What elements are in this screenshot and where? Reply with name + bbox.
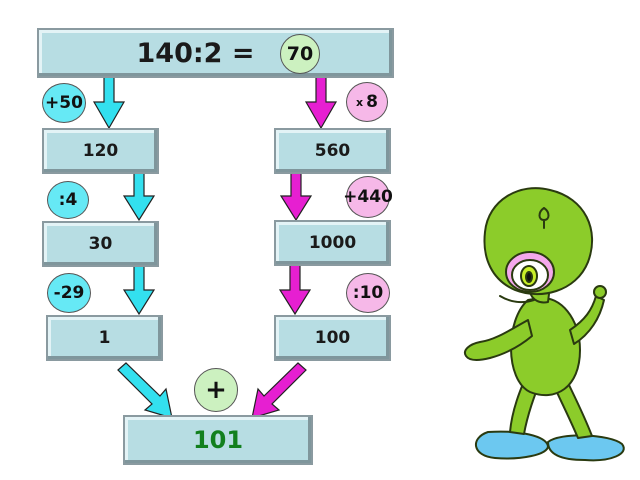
right-op-1: x 8 xyxy=(346,82,388,122)
right-value-1-text: 560 xyxy=(314,141,351,161)
left-shoe xyxy=(475,430,549,460)
body xyxy=(510,296,581,397)
left-value-3-text: 1 xyxy=(98,328,111,348)
right-value-3-text: 100 xyxy=(314,328,351,348)
eye-pupil xyxy=(525,271,533,283)
left-value-1: 120 xyxy=(42,128,159,174)
left-op-1: +50 xyxy=(42,83,86,123)
right-op-3: :10 xyxy=(346,273,390,313)
left-op-2-label: :4 xyxy=(58,190,78,210)
left-op-3-label: -29 xyxy=(53,283,85,303)
expression-text: 140:2 = xyxy=(136,37,255,69)
pointing-arm xyxy=(464,319,533,361)
plus-sign: + xyxy=(205,375,227,405)
left-op-3: -29 xyxy=(47,273,91,313)
right-op-1-x: x xyxy=(356,95,364,109)
total-value: 101 xyxy=(192,426,244,454)
left-value-2: 30 xyxy=(42,221,159,267)
right-value-2-text: 1000 xyxy=(308,233,357,253)
plus-circle: + xyxy=(194,368,238,412)
left-value-2-text: 30 xyxy=(88,234,113,254)
result-circle: 70 xyxy=(280,34,320,74)
expression-box: 140:2 = xyxy=(37,28,394,78)
result-value: 70 xyxy=(286,43,314,65)
right-op-2: +440 xyxy=(343,176,393,218)
right-arm xyxy=(569,295,605,345)
right-hand xyxy=(593,285,607,299)
forehead-mark xyxy=(538,207,550,229)
arrow-left-bottom xyxy=(117,362,173,419)
right-shoe xyxy=(547,434,625,462)
arrow-right-bottom xyxy=(251,362,307,419)
right-op-1-num: 8 xyxy=(366,92,378,112)
total-box: 101 xyxy=(123,415,313,465)
left-value-3: 1 xyxy=(46,315,163,361)
mouth xyxy=(499,295,535,304)
right-op-3-label: :10 xyxy=(352,283,384,303)
right-value-3: 100 xyxy=(274,315,391,361)
left-op-2: :4 xyxy=(47,181,89,219)
right-value-1: 560 xyxy=(274,128,391,174)
left-value-1-text: 120 xyxy=(82,141,119,161)
right-op-2-label: +440 xyxy=(343,187,393,207)
left-op-1-label: +50 xyxy=(45,93,83,113)
right-value-2: 1000 xyxy=(274,220,391,266)
